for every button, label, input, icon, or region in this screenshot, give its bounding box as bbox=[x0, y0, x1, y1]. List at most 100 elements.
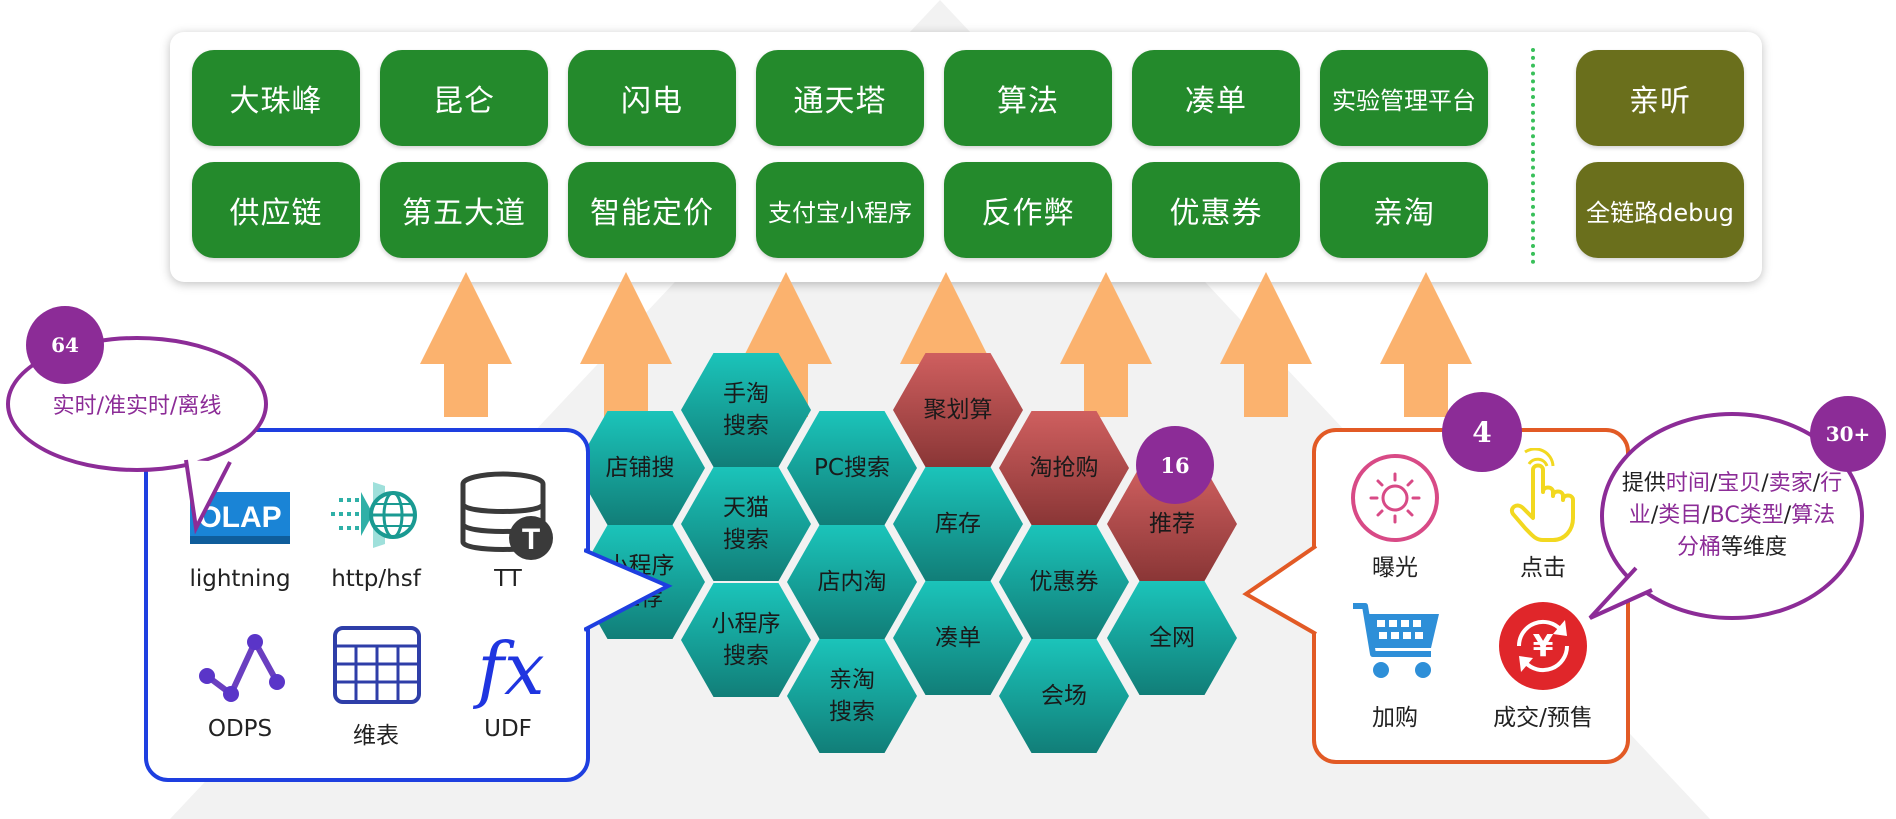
scene-hex: 手淘 搜索 bbox=[681, 353, 811, 467]
dimension-text-part: / bbox=[1761, 471, 1769, 496]
pointer-hand-icon bbox=[1495, 448, 1591, 544]
tt-logo-text: T bbox=[522, 523, 540, 556]
dimensions-bubble-tail bbox=[1588, 566, 1653, 620]
scene-hex-label: 店内淘 bbox=[817, 569, 887, 595]
scene-hex-label: 店铺搜 bbox=[605, 455, 675, 481]
source-label: lightning bbox=[189, 566, 291, 592]
side-app-tile: 亲听 bbox=[1576, 50, 1744, 146]
app-tile: 昆仑 bbox=[380, 50, 548, 146]
app-tile: 凑单 bbox=[1132, 50, 1300, 146]
scene-hex-label: 手淘 搜索 bbox=[723, 381, 769, 439]
source-label: TT bbox=[494, 566, 522, 592]
app-tile: 闪电 bbox=[568, 50, 736, 146]
dimension-keyword: 卖家 bbox=[1768, 471, 1813, 496]
scene-hex-label: 淘抢购 bbox=[1029, 455, 1099, 481]
action-label: 加购 bbox=[1372, 705, 1418, 731]
udf-logo-text: fx bbox=[472, 627, 544, 710]
action-label: 成交/预售 bbox=[1493, 705, 1593, 731]
up-arrow bbox=[420, 272, 512, 417]
scene-hex-label: 凑单 bbox=[935, 625, 981, 651]
action-label: 曝光 bbox=[1372, 555, 1418, 581]
scene-hex: 凑单 bbox=[893, 581, 1023, 695]
up-arrow bbox=[1220, 272, 1312, 417]
yen-coin-icon: ¥ bbox=[1495, 598, 1591, 694]
dimension-keyword: 类目 bbox=[1658, 503, 1703, 528]
dimension-keyword: 行业 bbox=[1628, 471, 1843, 528]
scene-hex: 店内淘 bbox=[787, 525, 917, 639]
scene-hex: 亲淘 搜索 bbox=[787, 639, 917, 753]
scene-hex-label: 会场 bbox=[1041, 683, 1087, 709]
scene-hex: 小程序 搜索 bbox=[681, 583, 811, 697]
up-arrow bbox=[900, 272, 992, 417]
source-udf: fx UDF bbox=[438, 620, 578, 742]
action-exposure: 曝光 bbox=[1320, 448, 1470, 582]
app-tile: 亲淘 bbox=[1320, 162, 1488, 258]
app-tile: 算法 bbox=[944, 50, 1112, 146]
app-tile: 优惠券 bbox=[1132, 162, 1300, 258]
app-tile: 供应链 bbox=[192, 162, 360, 258]
scene-hex: 聚划算 bbox=[893, 353, 1023, 467]
scene-hex-label: 聚划算 bbox=[923, 397, 993, 423]
dimension-text-part: 提供 bbox=[1621, 471, 1666, 496]
dimensions-text: 提供时间/宝贝/卖家/行业/类目/BC类型/算法分桶等维度 bbox=[1619, 468, 1845, 564]
globe-icon bbox=[321, 470, 431, 560]
app-tile: 智能定价 bbox=[568, 162, 736, 258]
app-tile: 通天塔 bbox=[756, 50, 924, 146]
dimension-keyword: 算法分桶 bbox=[1676, 503, 1836, 560]
scene-hex-label: 库存 bbox=[935, 511, 981, 537]
dimension-text-part: / bbox=[1812, 471, 1821, 496]
up-arrow bbox=[580, 272, 672, 417]
source-label: UDF bbox=[484, 716, 532, 742]
shopping-cart-icon bbox=[1347, 598, 1443, 694]
up-arrow bbox=[1060, 272, 1152, 417]
dimension-text-part: 等维度 bbox=[1721, 535, 1788, 560]
sun-icon bbox=[1347, 448, 1443, 544]
source-tt: T TT bbox=[438, 470, 578, 592]
app-tile: 第五大道 bbox=[380, 162, 548, 258]
source-label: 维表 bbox=[353, 723, 399, 749]
scene-hex-label: 小程序 搜索 bbox=[711, 611, 781, 669]
action-label: 点击 bbox=[1520, 555, 1566, 581]
dimension-keyword: 时间 bbox=[1665, 471, 1710, 496]
scene-hex: PC搜索 bbox=[787, 411, 917, 525]
table-icon bbox=[321, 620, 431, 710]
panel-divider bbox=[1531, 48, 1535, 264]
scene-hex-label: 推荐 bbox=[1149, 511, 1195, 537]
dimension-text-part: / bbox=[1650, 503, 1659, 528]
database-icon: T bbox=[453, 470, 563, 560]
scene-hex: 天猫 搜索 bbox=[681, 467, 811, 581]
user-actions-pointer bbox=[1242, 544, 1318, 636]
app-tile: 支付宝小程序 bbox=[756, 162, 924, 258]
dimensions-count-badge: 30+ bbox=[1810, 396, 1886, 472]
data-sources-pointer bbox=[584, 548, 673, 632]
scene-hex-label: PC搜索 bbox=[814, 455, 890, 481]
app-tile: 大珠峰 bbox=[192, 50, 360, 146]
source-odps: ODPS bbox=[170, 620, 310, 742]
user-actions-count-badge: 4 bbox=[1442, 392, 1522, 472]
dimension-text-part: / bbox=[1709, 471, 1718, 496]
dimension-text-part: / bbox=[1702, 503, 1710, 528]
latency-text: 实时/准实时/离线 bbox=[52, 394, 222, 419]
scene-hex-label: 天猫 搜索 bbox=[723, 495, 769, 553]
app-tile: 实验管理平台 bbox=[1320, 50, 1488, 146]
source-label: http/hsf bbox=[331, 566, 421, 592]
dimension-keyword: 宝贝 bbox=[1717, 471, 1762, 496]
action-add-to-cart: 加购 bbox=[1320, 598, 1470, 732]
scenes-count-badge: 16 bbox=[1136, 426, 1214, 504]
data-sources-count-badge: 64 bbox=[26, 306, 104, 384]
olap-logo-text: OLAP bbox=[198, 501, 281, 534]
source-dimension-table: 维表 bbox=[306, 620, 446, 750]
side-app-tile: 全链路debug bbox=[1576, 162, 1744, 258]
up-arrow bbox=[740, 272, 832, 417]
line-chart-icon bbox=[185, 620, 295, 710]
dimension-text-part: / bbox=[1783, 503, 1792, 528]
function-icon: fx bbox=[453, 620, 563, 710]
yen-symbol: ¥ bbox=[1533, 629, 1554, 664]
scene-hex-label: 优惠券 bbox=[1029, 569, 1099, 595]
scene-hex-label: 亲淘 搜索 bbox=[829, 667, 875, 725]
latency-bubble-tail bbox=[184, 459, 232, 535]
source-label: ODPS bbox=[207, 716, 273, 742]
scene-hex-label: 全网 bbox=[1149, 625, 1195, 651]
scene-hex: 库存 bbox=[893, 467, 1023, 581]
dimension-keyword: BC类型 bbox=[1709, 503, 1784, 528]
